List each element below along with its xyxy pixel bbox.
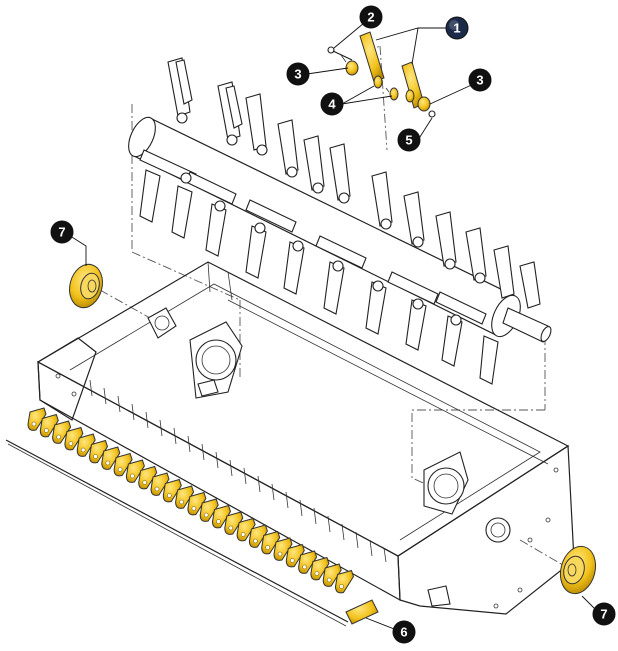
flail-blade-hole [31, 421, 37, 427]
rotor-assembly [128, 57, 552, 385]
nut-part-5 [428, 110, 436, 118]
flail-blade-hole [191, 506, 197, 511]
flail-blade-hole [117, 467, 123, 472]
flail-blade-hole [253, 538, 258, 544]
flail-blade-hole [240, 532, 246, 537]
flail-blade-hole [154, 486, 160, 492]
bearing-mount-right [423, 451, 511, 543]
flail-blade-hole [179, 499, 184, 505]
washer-part-3-right [417, 96, 431, 112]
flail-blade-hole [203, 512, 209, 518]
bearing-flange-part-7-left [69, 263, 103, 309]
flail-blade-hole [277, 551, 283, 557]
flail-blade-hole [326, 577, 332, 583]
rotor-hubs [176, 112, 486, 326]
bolt-part-2 [327, 46, 353, 61]
spacer-part-4-c [405, 89, 415, 103]
tine-hardware [327, 31, 436, 118]
spacer-part-4-b [389, 87, 399, 101]
flail-blade-hole [216, 519, 221, 524]
rotor-tines-lower [139, 169, 499, 385]
flail-blade-hole [68, 441, 74, 446]
flail-blade-hole [142, 480, 147, 485]
flail-blade-hole [302, 564, 307, 570]
callout-3b-label: 3 [476, 73, 483, 88]
flail-blade-hole [43, 428, 49, 433]
rotor-drum-left-end [128, 116, 156, 158]
housing-frame [36, 261, 575, 615]
callout-7a-label: 7 [58, 225, 65, 240]
flail-blades-part-6 [27, 407, 379, 625]
bearing-mount-left [147, 307, 243, 399]
callout-4-label: 4 [328, 97, 336, 112]
housing-slots [89, 379, 387, 563]
callout-5: 5 [397, 128, 421, 152]
flail-blade-hole [93, 454, 98, 459]
flail-blade-hole [314, 571, 320, 576]
flail-blade-hole [228, 525, 234, 531]
callout-6: 6 [392, 620, 416, 644]
callout-5-label: 5 [405, 133, 412, 148]
rotor-tines-upper [167, 57, 541, 309]
flail-blade-hole [80, 447, 86, 453]
callout-1: 1 [445, 16, 469, 40]
flail-blade-hole [56, 434, 61, 440]
spacer-part-4-a [373, 75, 383, 89]
flail-blade-hole [289, 558, 295, 563]
callout-4: 4 [320, 92, 344, 116]
rotor-tines-side [139, 149, 487, 325]
bracket-right [427, 585, 451, 607]
tine-part-1-left [359, 31, 385, 83]
flail-blade-hole [105, 460, 111, 466]
callout-3b: 3 [468, 68, 492, 92]
callout-6-label: 6 [400, 625, 407, 640]
flail-blade-hole [339, 584, 344, 589]
rotor-shaft-end [540, 326, 552, 342]
flail-blade-hole [265, 545, 271, 550]
bearing-flange-part-7-right [559, 545, 597, 595]
callout-2: 2 [359, 5, 383, 29]
flail-blade [334, 569, 355, 594]
callout-1-label: 1 [453, 21, 460, 36]
rotor-shaft [502, 307, 549, 343]
bracket-left [197, 379, 219, 397]
flail-blade-hole [130, 473, 135, 479]
flail-blade-single [345, 599, 379, 625]
callout-3a: 3 [286, 62, 310, 86]
callout-2-label: 2 [367, 10, 374, 25]
callout-7b: 7 [592, 602, 616, 626]
callout-7b-label: 7 [600, 607, 607, 622]
callout-3a-label: 3 [294, 67, 301, 82]
callout-7a: 7 [50, 220, 74, 244]
blade-rod [5, 439, 349, 623]
flail-blade-hole [167, 493, 172, 498]
